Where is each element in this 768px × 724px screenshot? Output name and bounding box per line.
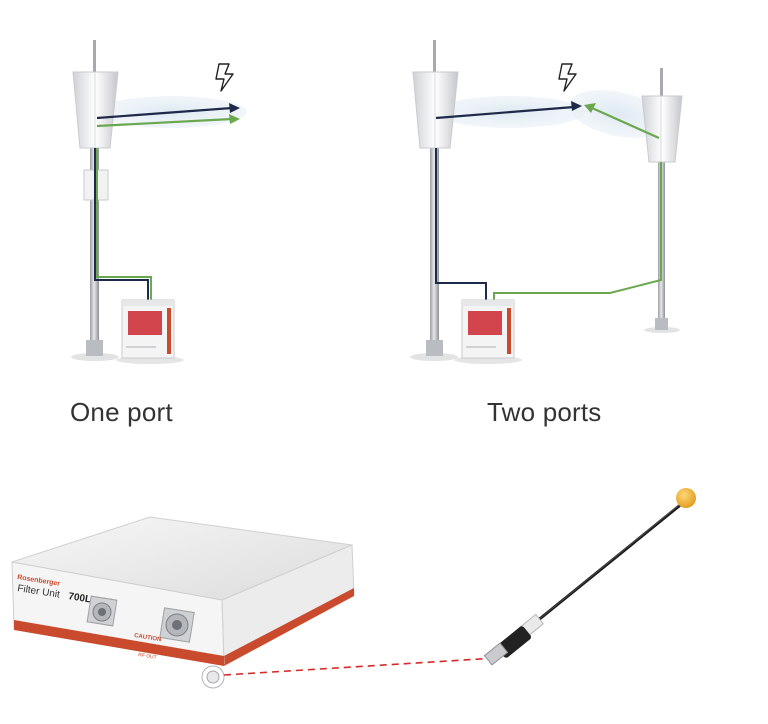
tx-arrow xyxy=(96,106,233,120)
pole-shadow-left xyxy=(410,353,458,361)
two-ports-caption: Two ports xyxy=(487,397,602,427)
rx-cable-right xyxy=(493,162,662,302)
antenna-rod-left xyxy=(433,40,436,75)
lightning-bolt-icon xyxy=(215,63,234,92)
rx-cable xyxy=(96,148,152,302)
rx-arrowhead-two xyxy=(584,103,596,113)
one-port-scene xyxy=(71,40,247,364)
probe-port-highlight xyxy=(201,665,225,689)
caution-label: CAUTION xyxy=(134,633,162,643)
tx-cable xyxy=(94,148,149,302)
one-port-caption: One port xyxy=(70,397,173,427)
probe-tip xyxy=(676,488,696,508)
device-screen xyxy=(128,311,162,335)
pole-shadow xyxy=(71,353,119,361)
mast-left xyxy=(430,95,439,355)
rx-arrow xyxy=(96,117,233,128)
mast-right-base xyxy=(655,318,668,330)
filter-unit-front-stripe xyxy=(14,620,224,666)
lightning-bolt-icon xyxy=(558,63,577,92)
device-screen xyxy=(468,311,502,335)
analyzer-device-two xyxy=(461,299,515,359)
antenna-rod-right xyxy=(660,68,663,98)
tx-arrow-two xyxy=(435,105,575,120)
rf-connector-right xyxy=(159,607,195,643)
probe-antenna xyxy=(483,488,696,666)
analyzer-device xyxy=(121,299,175,359)
tx-arrowhead-two xyxy=(571,101,582,111)
two-ports-scene xyxy=(410,40,683,364)
tx-arrowhead xyxy=(229,103,240,113)
mast-left-base xyxy=(426,340,443,356)
sector-antenna-right xyxy=(641,95,683,163)
probe-connector xyxy=(483,642,509,666)
tx-cable-left xyxy=(435,148,487,302)
rf-connector-left xyxy=(86,595,118,627)
rx-arrowhead xyxy=(229,114,240,124)
probe-cable xyxy=(223,657,497,676)
mast-base xyxy=(86,340,103,356)
probe-whip-highlight xyxy=(526,500,685,630)
antenna-rod xyxy=(93,40,96,75)
rx-arrow-two xyxy=(591,106,660,140)
probe-port xyxy=(206,670,220,684)
port-label: RF OUT xyxy=(138,652,157,661)
filter-unit: Rosenberger Filter Unit 700LU-P2 CAUTION… xyxy=(11,516,355,689)
filter-unit-side-stripe xyxy=(224,588,354,666)
